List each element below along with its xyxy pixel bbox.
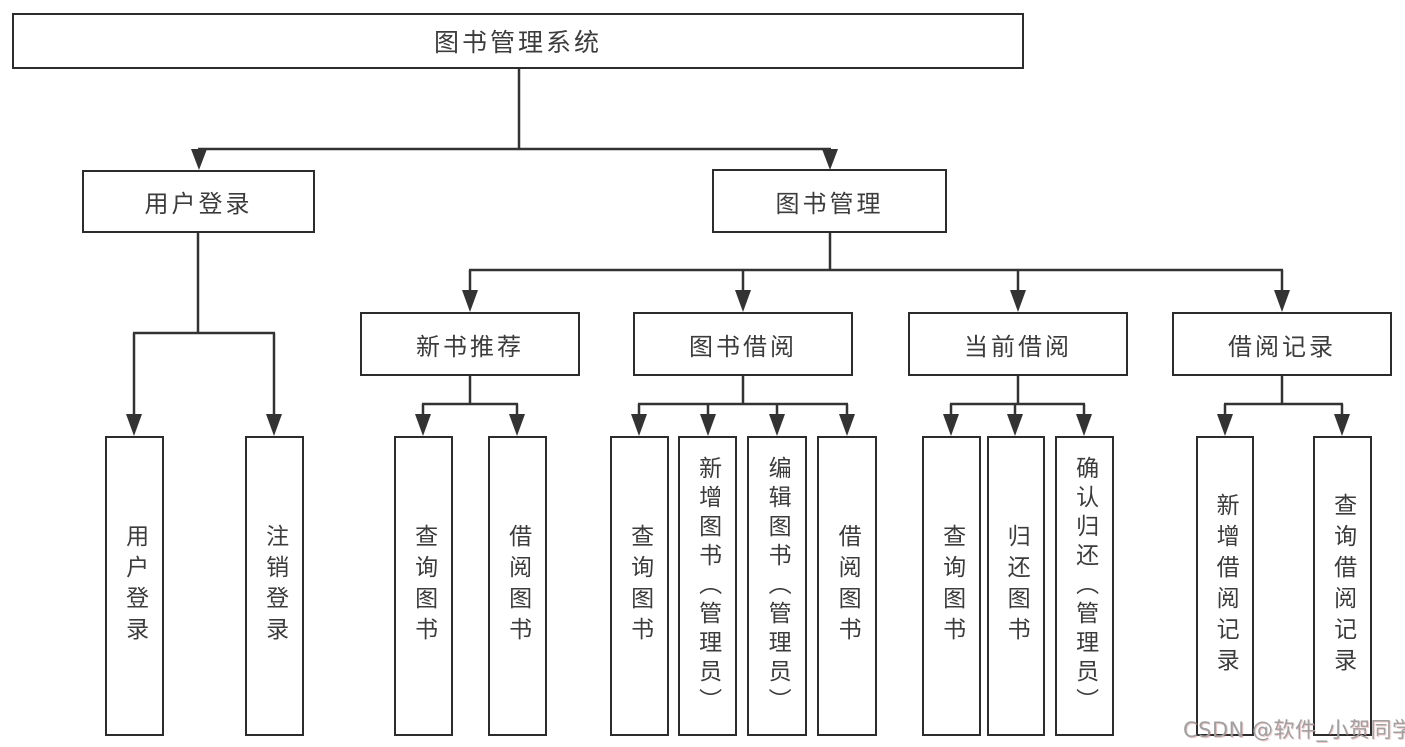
node-current-borrowing: 当前借阅 (908, 312, 1128, 376)
node-book-management: 图书管理 (712, 169, 947, 233)
node-label: 当前借阅 (964, 332, 1072, 361)
node-label: 归还图书 (1003, 524, 1030, 648)
node-label: 新书推荐 (416, 332, 524, 361)
leaf-logout: 注销登录 (245, 436, 304, 736)
node-library-management-system: 图书管理系统 (12, 13, 1024, 69)
node-label: 编辑图书（管理员） (764, 455, 791, 717)
node-label: 用户登录 (121, 524, 148, 648)
leaf-add-books-admin: 新增图书（管理员） (678, 436, 737, 736)
node-label: 查询借阅记录 (1329, 493, 1356, 679)
leaf-user-login: 用户登录 (105, 436, 164, 736)
leaf-query-books-recommend: 查询图书 (394, 436, 453, 736)
leaf-edit-books-admin: 编辑图书（管理员） (747, 436, 807, 736)
node-borrowing-records: 借阅记录 (1172, 312, 1392, 376)
node-label: 图书管理系统 (433, 28, 602, 57)
node-label: 借阅图书 (834, 524, 861, 648)
node-label: 查询图书 (410, 524, 437, 648)
leaf-query-books-current: 查询图书 (922, 436, 981, 736)
node-book-borrowing: 图书借阅 (633, 312, 853, 376)
node-label: 借阅图书 (504, 524, 531, 648)
node-label: 借阅记录 (1228, 332, 1336, 361)
leaf-borrow-books-recommend: 借阅图书 (488, 436, 547, 736)
csdn-watermark: CSDN @软件_小贺同学 (1183, 718, 1405, 742)
leaf-query-books-borrow: 查询图书 (610, 436, 669, 736)
node-label: 查询图书 (938, 524, 965, 648)
leaf-borrow-books: 借阅图书 (817, 436, 877, 736)
node-label: 图书管理 (775, 189, 884, 218)
leaf-query-borrow-record: 查询借阅记录 (1313, 436, 1372, 736)
node-label: 查询图书 (626, 524, 653, 648)
node-label: 新增图书（管理员） (694, 455, 721, 717)
node-label: 新增借阅记录 (1212, 493, 1239, 679)
node-label: 注销登录 (261, 524, 288, 648)
leaf-return-books: 归还图书 (987, 436, 1045, 736)
node-new-book-recommendation: 新书推荐 (360, 312, 580, 376)
node-user-login: 用户登录 (82, 170, 315, 233)
node-label: 图书借阅 (689, 332, 797, 361)
node-label: 确认归还（管理员） (1071, 455, 1098, 717)
leaf-add-borrow-record: 新增借阅记录 (1196, 436, 1254, 736)
node-label: 用户登录 (144, 190, 253, 218)
leaf-confirm-return-admin: 确认归还（管理员） (1055, 436, 1114, 736)
